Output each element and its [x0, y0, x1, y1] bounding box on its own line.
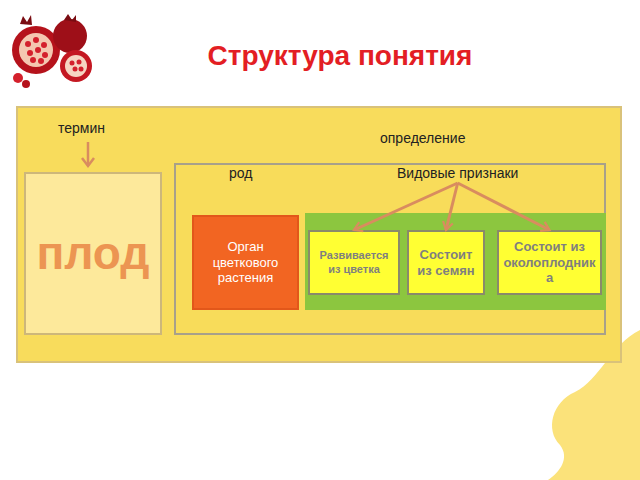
- node-body: плод: [26, 174, 160, 333]
- node-body: Состоит из околоплодника: [499, 232, 600, 293]
- node-text: Развивается из цветка: [313, 249, 395, 275]
- node-body: Развивается из цветка: [310, 232, 398, 293]
- node-text: Состоит из семян: [412, 247, 480, 278]
- heading-text: род: [229, 165, 252, 181]
- node-text: плод: [36, 226, 149, 281]
- species-group: Видовые признакиРазвивается из цветкаСос…: [305, 213, 606, 310]
- connector-arrow: [458, 183, 550, 230]
- node-body: Орган цветкового растения: [194, 217, 297, 308]
- term-arrow: [82, 142, 94, 166]
- pomegranate-illustration: [12, 14, 92, 88]
- diagram-title: Структура понятия: [120, 40, 560, 72]
- heading-text: Видовые признаки: [397, 165, 518, 181]
- node-body: Состоит из семян: [409, 232, 483, 293]
- node-text: Состоит из околоплодника: [502, 239, 597, 286]
- term-label: термин: [58, 120, 105, 136]
- heading-text: определение: [380, 130, 465, 146]
- feature-box: Развивается из цветка: [308, 230, 400, 295]
- genus-box: родОрган цветкового растения: [192, 215, 299, 310]
- term-box: плод: [24, 172, 162, 335]
- connector-arrow: [446, 183, 458, 230]
- feature-box: Состоит из околоплодника: [497, 230, 602, 295]
- feature-box: Состоит из семян: [407, 230, 485, 295]
- node-text: Орган цветкового растения: [197, 239, 294, 286]
- definition-box: определениеродОрган цветкового растенияВ…: [174, 163, 606, 335]
- outer-panel: [17, 107, 621, 362]
- connector-arrow: [354, 183, 458, 230]
